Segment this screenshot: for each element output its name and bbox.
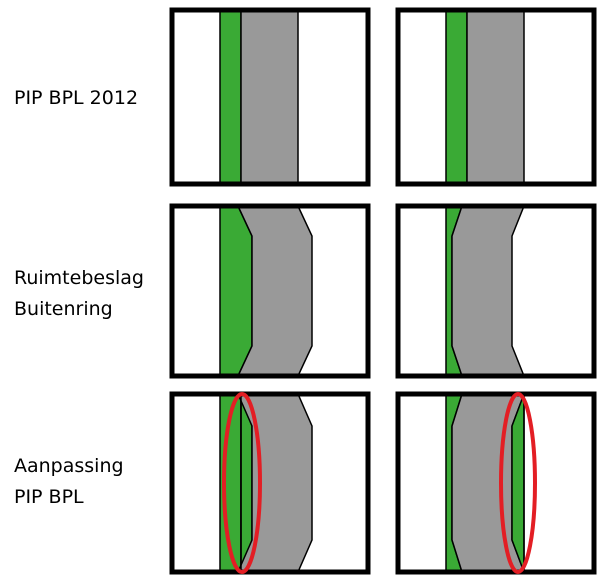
panel-frame [169, 203, 371, 379]
panel-row1-left [169, 7, 371, 187]
green-strip [219, 205, 253, 377]
panel-row3-right [395, 391, 597, 575]
highlight-ellipse [499, 392, 537, 574]
row-label-ruimtebeslag-buitenring: Ruimtebeslag Buitenring [14, 267, 144, 320]
gray-band [466, 9, 525, 185]
highlight-ellipse [222, 392, 262, 574]
panel-row2-right [395, 203, 597, 379]
green-strip [445, 9, 468, 185]
panel-frame [169, 7, 371, 187]
panel-row3-left [169, 391, 371, 575]
panel-frame [169, 391, 371, 575]
row-label-pip-bpl-2012: PIP BPL 2012 [14, 87, 139, 109]
green-strip [219, 9, 242, 185]
green-wedge [511, 393, 525, 573]
row-label-aanpassing-pip-bpl: Aanpassing PIP BPL [14, 455, 124, 508]
panel-row1-right [395, 7, 597, 187]
panel-frame [395, 7, 597, 187]
gray-band [240, 9, 299, 185]
panel-frame [395, 203, 597, 379]
panel-row2-left [169, 203, 371, 379]
panel-frame [395, 391, 597, 575]
